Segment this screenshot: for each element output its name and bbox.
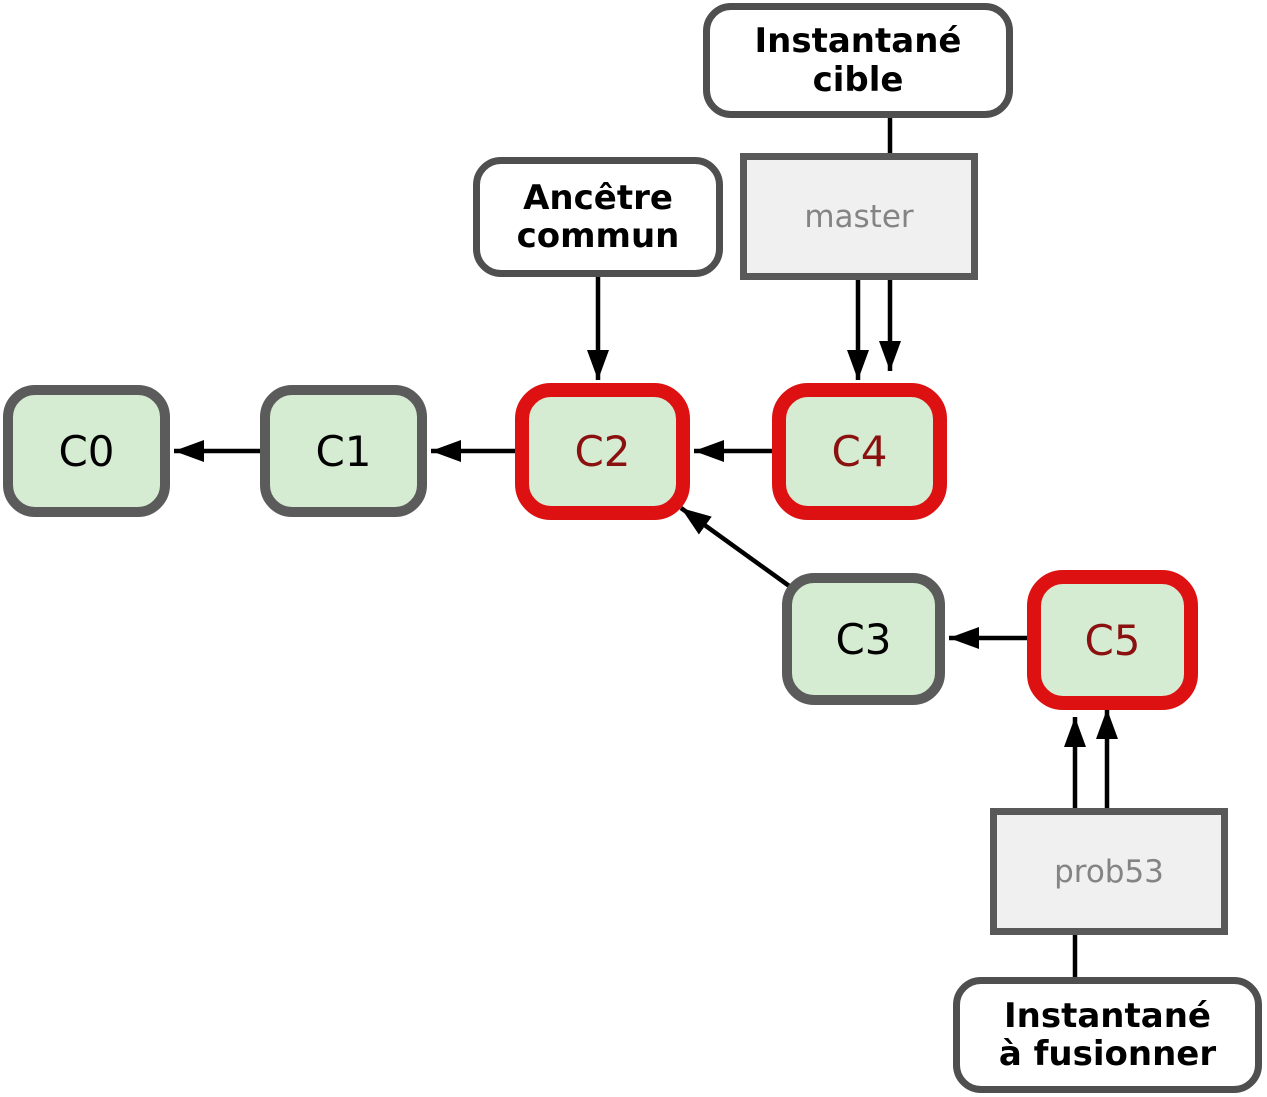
branch-label-master: master: [740, 153, 978, 280]
commit-c0: C0: [3, 385, 170, 517]
callout-target-snapshot: Instantané cible: [703, 3, 1013, 118]
commit-c1: C1: [260, 385, 427, 517]
edge-c3-c2: [679, 506, 794, 590]
commit-c5: C5: [1027, 570, 1198, 710]
commit-c2: C2: [515, 383, 690, 520]
callout-merge-snapshot: Instantané à fusionner: [953, 977, 1262, 1093]
commit-c4: C4: [772, 383, 947, 520]
branch-label-prob53: prob53: [990, 808, 1228, 935]
callout-common-ancestor: Ancêtre commun: [473, 157, 723, 277]
commit-c3: C3: [782, 573, 945, 705]
